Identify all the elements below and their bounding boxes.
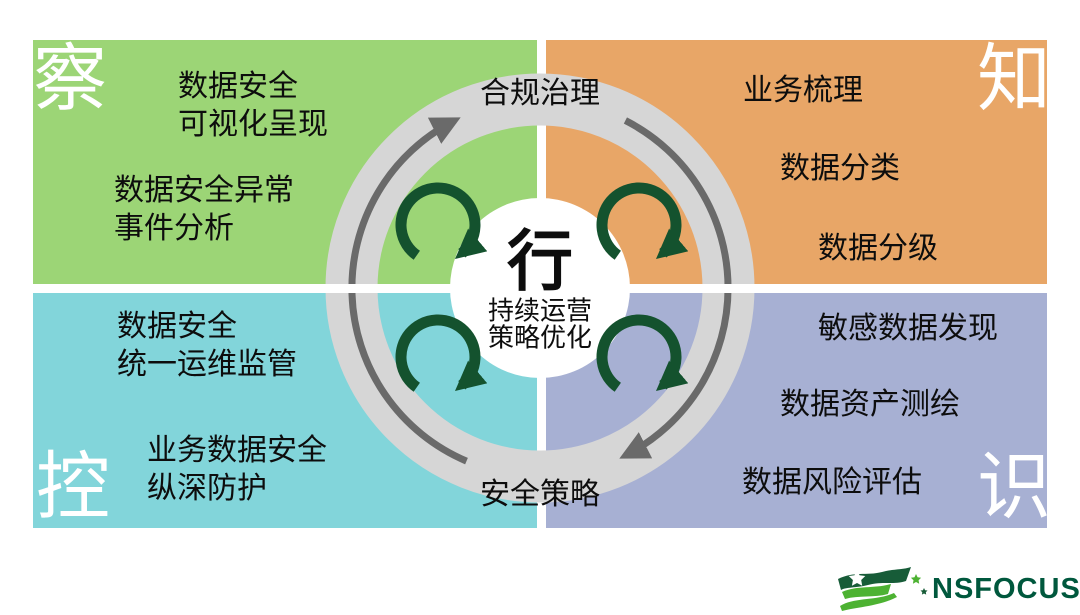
know-item-business-sorting: 业务梳理 [743,74,863,107]
ring-label-security-policy: 安全策略 [480,478,600,511]
quadrant-label-identify: 识 [977,445,1051,528]
know-item-data-classification: 数据分类 [780,152,900,185]
control-item-defense-in-depth: 业务数据安全 纵深防护 [147,432,327,508]
quadrant-label-observe: 察 [33,37,107,120]
observe-item-visualization-line1: 数据安全 [178,70,298,103]
center-subtitle-line2: 策略优化 [487,322,593,353]
center-subtitle-line1: 持续运营 [487,295,593,326]
nsfocus-logo: NSFOCUS [834,566,1080,612]
observe-item-visualization-line2: 可视化呈现 [178,108,328,141]
center-title-act: 行 [507,224,573,298]
identify-item-sensitive-data-discovery: 敏感数据发现 [818,312,998,345]
control-item-unified-ops-line1: 数据安全 [117,310,237,343]
control-item-defense-in-depth-line2: 纵深防护 [147,472,267,505]
control-item-unified-ops-line2: 统一运维监管 [117,348,297,381]
nsfocus-brand-text: NSFOCUS [932,572,1080,605]
observe-item-anomaly-analysis-line2: 事件分析 [114,212,234,245]
control-item-unified-ops: 数据安全 统一运维监管 [117,308,297,384]
observe-item-visualization: 数据安全 可视化呈现 [178,68,328,144]
nsfocus-flag-icon [838,567,928,611]
quadrant-label-control: 控 [36,445,110,528]
identify-item-data-risk-assessment: 数据风险评估 [742,466,922,499]
observe-item-anomaly-analysis-line1: 数据安全异常 [114,174,294,207]
control-item-defense-in-depth-line1: 业务数据安全 [147,434,327,467]
know-item-data-grading: 数据分级 [818,232,938,265]
ring-label-compliance-governance: 合规治理 [480,77,600,110]
observe-item-anomaly-analysis: 数据安全异常 事件分析 [114,172,294,248]
identify-item-data-asset-mapping: 数据资产测绘 [780,388,960,421]
quadrant-label-know: 知 [977,37,1051,120]
